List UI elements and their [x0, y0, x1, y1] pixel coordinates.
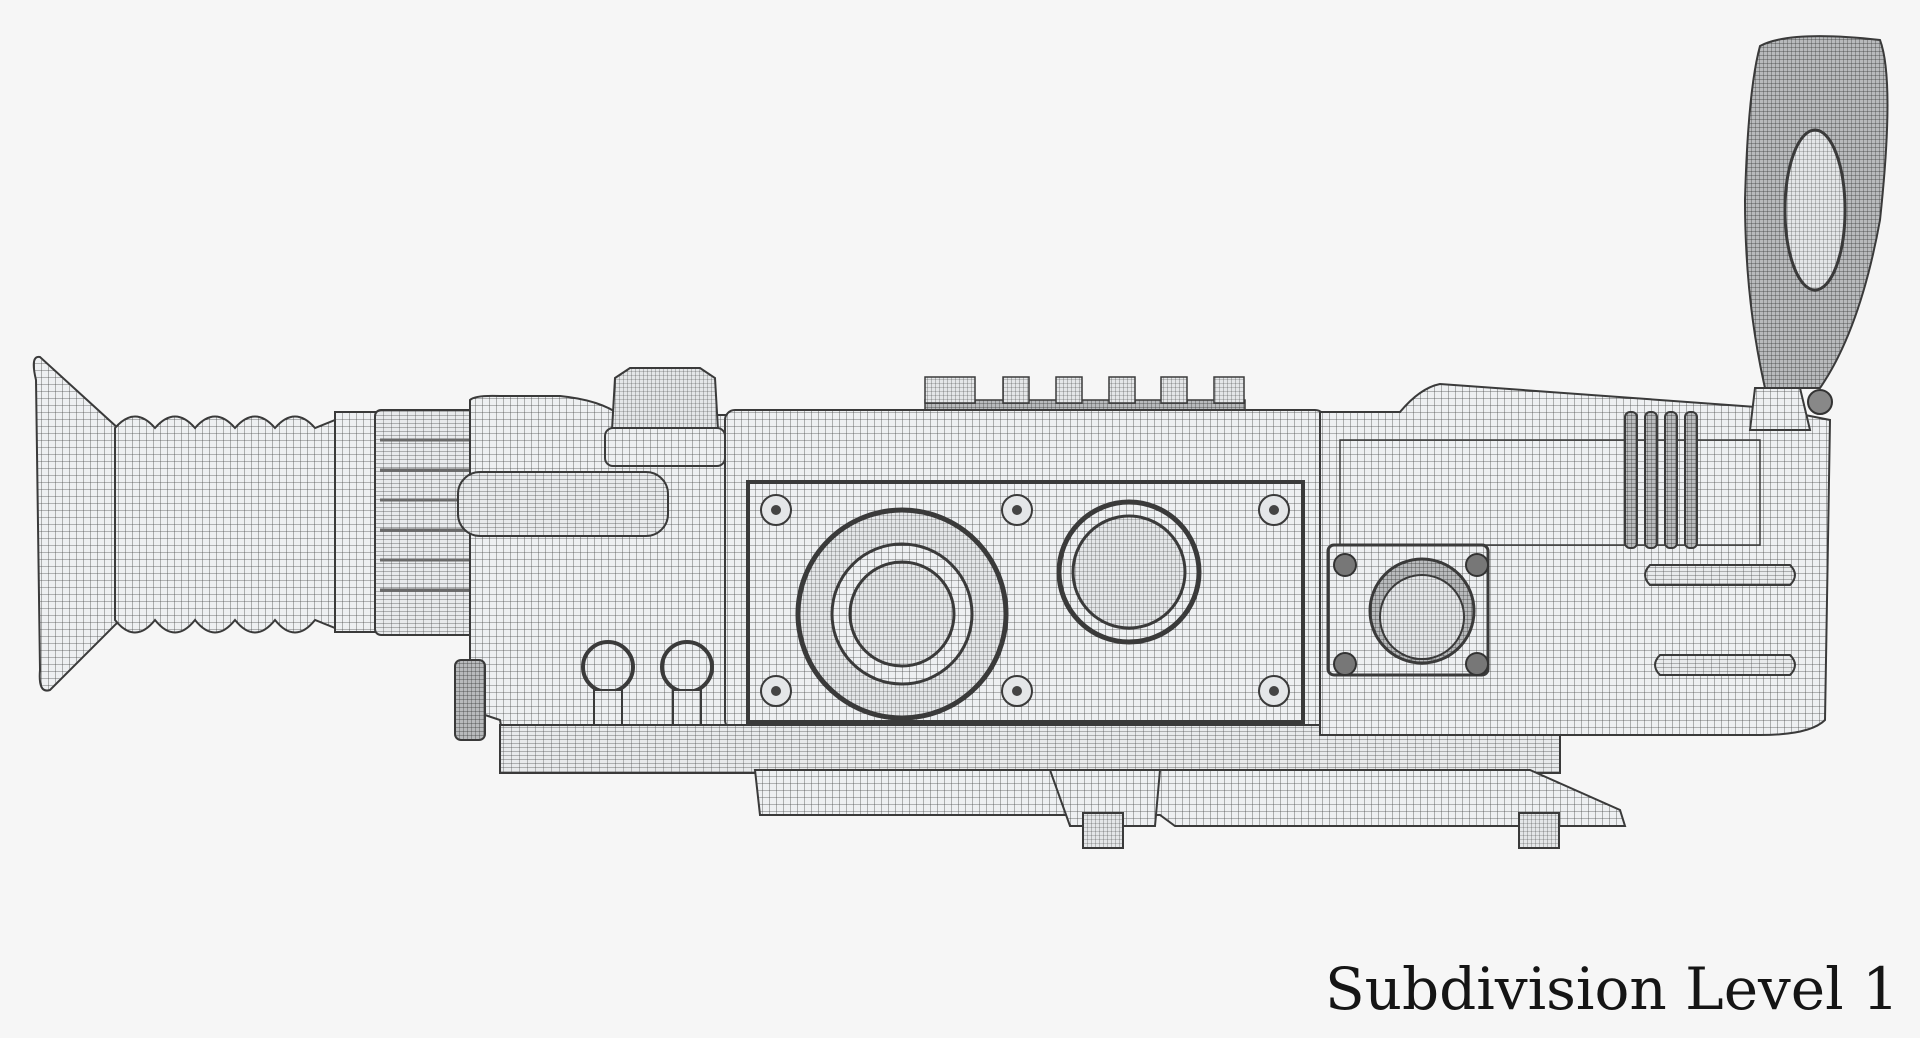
subdivision-level-caption: Subdivision Level 1 — [1324, 955, 1899, 1023]
center-body — [724, 409, 1326, 731]
front-panel-round-button — [1056, 499, 1202, 645]
front-panel-ring-button — [795, 507, 1009, 721]
eyecup — [32, 355, 341, 692]
objective-grip-rings — [1624, 411, 1698, 549]
mount-base — [753, 769, 1627, 849]
top-knob — [604, 367, 726, 467]
lens-cap — [1743, 35, 1889, 431]
eyepiece-ring — [334, 409, 481, 636]
side-port — [1326, 543, 1490, 677]
